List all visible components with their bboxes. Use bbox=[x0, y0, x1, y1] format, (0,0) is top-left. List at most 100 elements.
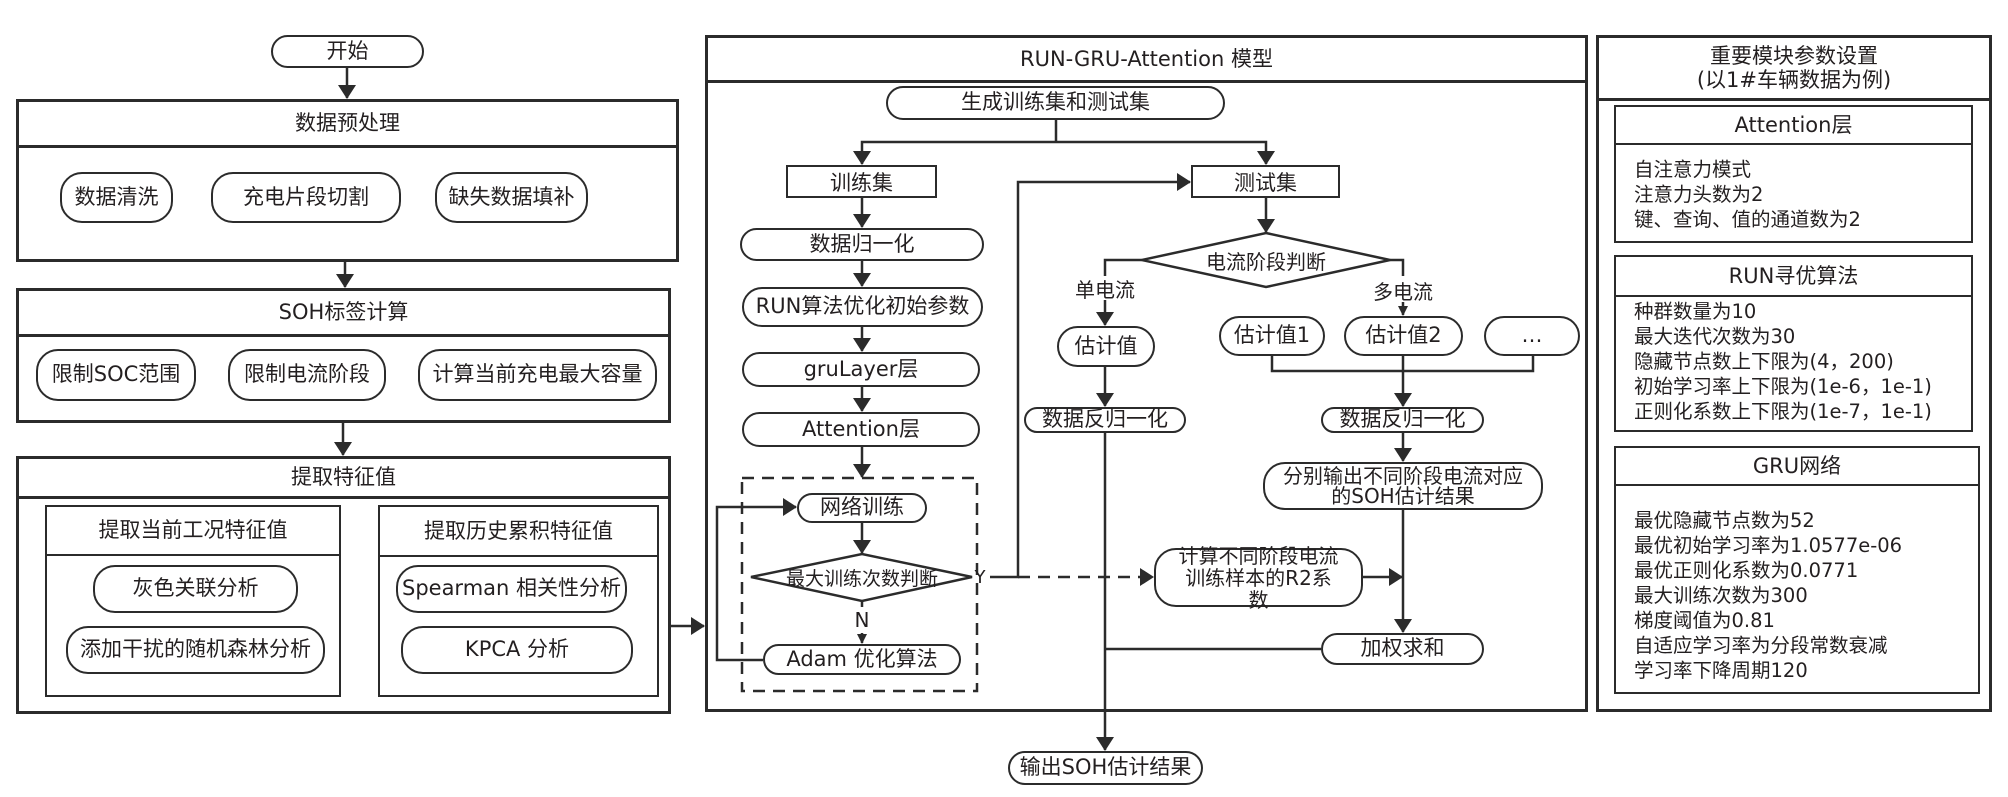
estimate2-node: 估计值2 bbox=[1344, 316, 1463, 356]
test-set-node: 测试集 bbox=[1191, 165, 1340, 198]
preprocess-item-label: 缺失数据填补 bbox=[448, 184, 575, 209]
denorm-multi-node: 数据反归一化 bbox=[1321, 407, 1484, 433]
param-line: 初始学习率上下限为(1e-6，1e-1) bbox=[1634, 375, 1932, 398]
features-panel: 提取特征值 bbox=[16, 456, 671, 714]
attention-params-list: 自注意力模式 注意力头数为2 键、查询、值的通道数为2 bbox=[1634, 157, 1861, 232]
current-decision-label: 电流阶段判断 bbox=[1206, 249, 1326, 274]
feature-item-label: KPCA 分析 bbox=[464, 637, 570, 662]
preprocess-item-fill: 缺失数据填补 bbox=[435, 172, 588, 223]
denorm-multi-label: 数据反归一化 bbox=[1339, 407, 1466, 432]
preprocess-item-label: 充电片段切割 bbox=[243, 184, 369, 209]
soh-item-label: 限制电流阶段 bbox=[244, 362, 370, 387]
soh-item-label: 限制SOC范围 bbox=[51, 362, 181, 387]
feature-item-label: 添加干扰的随机森林分析 bbox=[80, 637, 311, 662]
param-line: 种群数量为10 bbox=[1634, 300, 1757, 323]
params-panel: 重要模块参数设置 (以1#车辆数据为例) bbox=[1596, 35, 1992, 712]
adam-label: Adam 优化算法 bbox=[786, 646, 938, 671]
estimate-label: 估计值 bbox=[1074, 333, 1138, 358]
adam-node: Adam 优化算法 bbox=[763, 644, 961, 675]
r2-node: 计算不同阶段电流训练样本的R2系数 bbox=[1154, 545, 1363, 611]
param-line: 最大训练次数为300 bbox=[1634, 584, 1808, 607]
params-title-line1: 重要模块参数设置 bbox=[1710, 43, 1878, 68]
preprocess-item-label: 数据清洗 bbox=[74, 184, 159, 209]
run-optimize-node: RUN算法优化初始参数 bbox=[742, 287, 983, 327]
preprocess-item-segment: 充电片段切割 bbox=[211, 172, 401, 223]
soh-item-soc: 限制SOC范围 bbox=[36, 349, 196, 401]
grey-relational-item: 灰色关联分析 bbox=[93, 565, 298, 613]
stage-output-node: 分别输出不同阶段电流对应的SOH估计结果 bbox=[1263, 462, 1543, 510]
spearman-item: Spearman 相关性分析 bbox=[396, 565, 627, 613]
param-line: 自注意力模式 bbox=[1634, 158, 1752, 181]
run-optimize-label: RUN算法优化初始参数 bbox=[755, 294, 970, 319]
estimate-more-node: … bbox=[1484, 316, 1580, 356]
grulayer-node: gruLayer层 bbox=[742, 352, 980, 387]
denorm-single-node: 数据反归一化 bbox=[1024, 407, 1186, 433]
gru-params-box: GRU网络 最优隐藏节点数为52 最优初始学习率为1.0577e-06 最优正则… bbox=[1614, 446, 1980, 694]
param-line: 键、查询、值的通道数为2 bbox=[1634, 208, 1861, 231]
weighted-sum-node: 加权求和 bbox=[1321, 633, 1484, 665]
estimate1-node: 估计值1 bbox=[1219, 316, 1325, 356]
param-line: 注意力头数为2 bbox=[1634, 183, 1764, 206]
param-line: 正则化系数上下限为(1e-7，1e-1) bbox=[1634, 400, 1932, 423]
param-line: 自适应学习率为分段常数衰减 bbox=[1634, 634, 1888, 657]
no-label: N bbox=[854, 608, 870, 632]
attention-layer-node: Attention层 bbox=[742, 412, 980, 447]
start-node: 开始 bbox=[271, 35, 424, 68]
max-iter-decision-label: 最大训练次数判断 bbox=[785, 567, 938, 590]
r2-label: 计算不同阶段电流训练样本的R2系数 bbox=[1178, 543, 1339, 612]
feature-item-label: Spearman 相关性分析 bbox=[401, 576, 622, 601]
param-line: 隐藏节点数上下限为(4，200) bbox=[1634, 350, 1894, 373]
params-title: 重要模块参数设置 (以1#车辆数据为例) bbox=[1599, 38, 1989, 101]
multi-current-label: 多电流 bbox=[1373, 279, 1433, 304]
output-soh-node: 输出SOH估计结果 bbox=[1008, 751, 1203, 785]
soh-label-panel: SOH标签计算 bbox=[16, 288, 671, 423]
run-params-title: RUN寻优算法 bbox=[1616, 257, 1971, 297]
param-line: 梯度阈值为0.81 bbox=[1634, 609, 1775, 632]
param-line: 最优正则化系数为0.0771 bbox=[1634, 559, 1859, 582]
denorm-single-label: 数据反归一化 bbox=[1042, 407, 1168, 432]
estimate-more-label: … bbox=[1521, 323, 1543, 348]
test-set-label: 测试集 bbox=[1234, 170, 1297, 195]
kpca-item: KPCA 分析 bbox=[401, 626, 633, 674]
attention-params-box: Attention层 自注意力模式 注意力头数为2 键、查询、值的通道数为2 bbox=[1614, 105, 1973, 243]
start-label: 开始 bbox=[326, 38, 369, 63]
output-soh-label: 输出SOH估计结果 bbox=[1019, 755, 1192, 780]
random-forest-item: 添加干扰的随机森林分析 bbox=[66, 626, 325, 674]
network-train-label: 网络训练 bbox=[820, 495, 904, 520]
train-set-node: 训练集 bbox=[786, 165, 937, 198]
generate-sets-node: 生成训练集和测试集 bbox=[886, 86, 1225, 120]
features-title: 提取特征值 bbox=[19, 459, 668, 499]
preprocess-title: 数据预处理 bbox=[19, 102, 676, 148]
current-features-title: 提取当前工况特征值 bbox=[47, 507, 339, 556]
stage-output-label: 分别输出不同阶段电流对应的SOH估计结果 bbox=[1283, 464, 1523, 508]
param-line: 学习率下降周期120 bbox=[1634, 659, 1808, 682]
gru-params-list: 最优隐藏节点数为52 最优初始学习率为1.0577e-06 最优正则化系数为0.… bbox=[1634, 508, 1902, 683]
network-train-node: 网络训练 bbox=[797, 493, 927, 523]
generate-sets-label: 生成训练集和测试集 bbox=[961, 90, 1150, 115]
preprocess-panel: 数据预处理 bbox=[16, 99, 679, 262]
model-title: RUN-GRU-Attention 模型 bbox=[708, 38, 1585, 83]
attention-layer-label: Attention层 bbox=[802, 416, 920, 441]
param-line: 最优隐藏节点数为52 bbox=[1634, 509, 1815, 532]
estimate2-label: 估计值2 bbox=[1365, 323, 1442, 348]
soh-item-label: 计算当前充电最大容量 bbox=[432, 362, 643, 387]
estimate-node: 估计值 bbox=[1057, 326, 1155, 367]
feature-item-label: 灰色关联分析 bbox=[132, 576, 259, 601]
single-current-label: 单电流 bbox=[1075, 277, 1135, 302]
weighted-sum-label: 加权求和 bbox=[1360, 636, 1445, 661]
grulayer-label: gruLayer层 bbox=[803, 356, 919, 381]
run-params-list: 种群数量为10 最大迭代次数为30 隐藏节点数上下限为(4，200) 初始学习率… bbox=[1634, 299, 1932, 424]
preprocess-item-clean: 数据清洗 bbox=[60, 172, 173, 223]
param-line: 最优初始学习率为1.0577e-06 bbox=[1634, 534, 1903, 557]
estimate1-label: 估计值1 bbox=[1233, 323, 1311, 348]
yes-label: Y bbox=[974, 566, 986, 588]
history-features-box: 提取历史累积特征值 bbox=[378, 505, 659, 697]
gru-params-title: GRU网络 bbox=[1616, 448, 1978, 486]
soh-item-capacity: 计算当前充电最大容量 bbox=[418, 349, 657, 401]
attention-params-title: Attention层 bbox=[1616, 107, 1971, 145]
params-title-line2: (以1#车辆数据为例) bbox=[1696, 68, 1892, 92]
soh-label-title: SOH标签计算 bbox=[19, 291, 668, 337]
train-set-label: 训练集 bbox=[830, 170, 893, 195]
current-features-box: 提取当前工况特征值 bbox=[45, 505, 341, 697]
normalize-label: 数据归一化 bbox=[809, 231, 915, 256]
